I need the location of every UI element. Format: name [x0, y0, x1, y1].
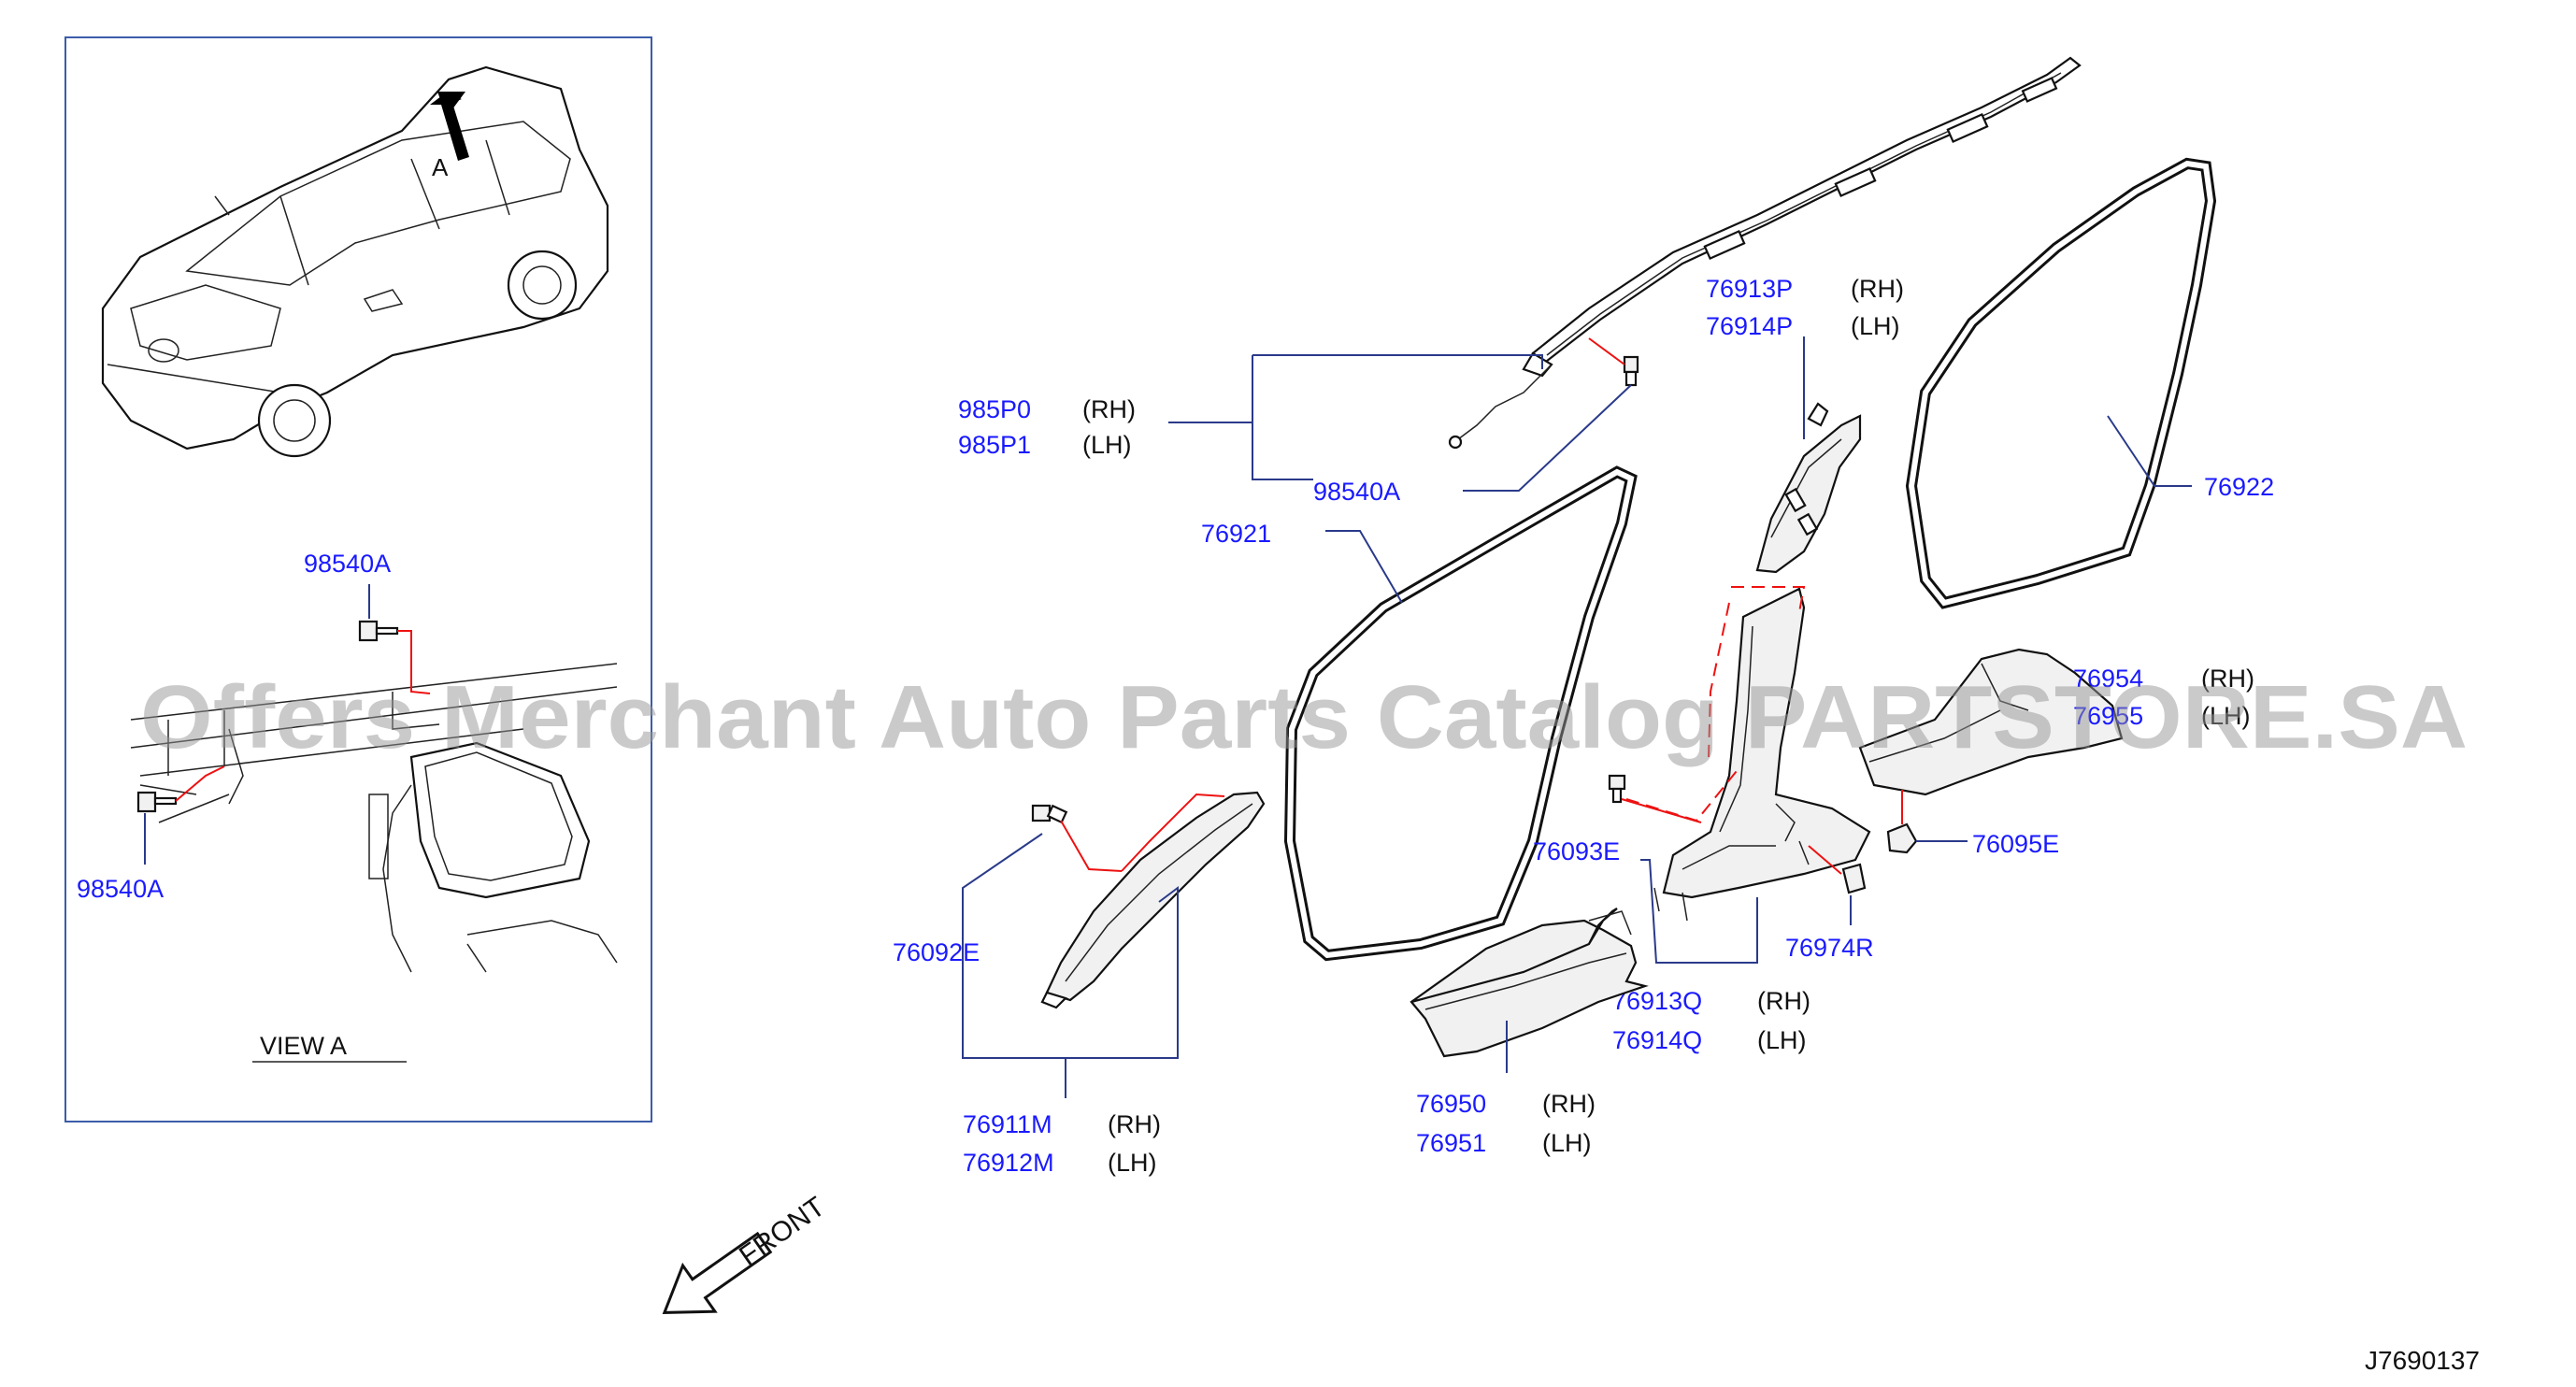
- side-76914P: (LH): [1851, 312, 1900, 340]
- front-kicking-plate-76950: [1410, 908, 1649, 1058]
- label-76950: 76950: [1416, 1090, 1486, 1118]
- watermark: Offers Merchant Auto Parts Catalog PARTS…: [140, 667, 2468, 767]
- side-76914Q: (LH): [1757, 1026, 1807, 1054]
- label-76092E: 76092E: [893, 938, 980, 966]
- inset-clip-top-icon: [358, 620, 431, 694]
- side-76951: (LH): [1542, 1129, 1592, 1157]
- label-985P0: 985P0: [958, 395, 1031, 423]
- side-76912M: (LH): [1108, 1149, 1157, 1177]
- inset-clip-bottom-icon: [136, 765, 225, 813]
- label-76922: 76922: [2204, 473, 2274, 501]
- label-inset-clip-top: 98540A: [304, 550, 391, 578]
- label-76095E: 76095E: [1972, 830, 2059, 858]
- a-pillar-garnish-76911M: [1040, 791, 1266, 1009]
- b-pillar-upper-76913P: [1755, 402, 1862, 574]
- view-arrow-label: A: [432, 153, 449, 181]
- front-door-welt-76921: [1283, 465, 1638, 962]
- rear-door-welt-76922: [1905, 157, 2217, 609]
- label-76921: 76921: [1201, 520, 1271, 548]
- car-illustration: [101, 65, 609, 458]
- cap-76974R-icon: [1808, 845, 1867, 894]
- side-76911M: (RH): [1108, 1110, 1161, 1138]
- label-inset-clip-bottom: 98540A: [77, 875, 164, 903]
- side-76913Q: (RH): [1757, 987, 1810, 1015]
- a-pillar-clip-icon: [1031, 793, 1225, 872]
- label-76913P: 76913P: [1706, 275, 1793, 303]
- side-76913P: (RH): [1851, 275, 1904, 303]
- label-76955: 76955: [2073, 702, 2143, 730]
- label-985P1: 985P1: [958, 431, 1031, 459]
- side-76950: (RH): [1542, 1090, 1596, 1118]
- front-arrow-icon: [662, 1231, 773, 1314]
- label-76974R: 76974R: [1785, 934, 1874, 962]
- inset-detail: [130, 663, 618, 973]
- label-76951: 76951: [1416, 1129, 1486, 1157]
- side-985P0: (RH): [1082, 395, 1136, 423]
- airbag-bolt-icon: [1588, 337, 1639, 387]
- diagram-id: J7690137: [2365, 1346, 2480, 1375]
- inset-frame: [64, 36, 652, 1122]
- front-label: FRONT: [734, 1191, 831, 1271]
- label-76914Q: 76914Q: [1612, 1026, 1702, 1054]
- label-76914P: 76914P: [1706, 312, 1793, 340]
- side-985P1: (LH): [1082, 431, 1132, 459]
- pillar-clip-icon: [1608, 774, 1702, 823]
- view-arrow-icon: [430, 92, 469, 161]
- curtain-airbag-985P0: [1448, 56, 2082, 450]
- label-76911M: 76911M: [963, 1110, 1052, 1138]
- side-76954: (RH): [2201, 665, 2254, 693]
- clip-76095E-icon: [1886, 790, 1918, 854]
- rear-kicking-plate-76954: [1858, 648, 2124, 796]
- label-76954: 76954: [2073, 665, 2143, 693]
- label-76093E: 76093E: [1533, 837, 1620, 865]
- label-98540A: 98540A: [1313, 478, 1400, 506]
- side-76955: (LH): [2201, 702, 2251, 730]
- b-pillar-lower-76913Q: [1653, 587, 1871, 922]
- view-a-caption: VIEW A: [260, 1032, 347, 1060]
- label-76912M: 76912M: [963, 1149, 1054, 1177]
